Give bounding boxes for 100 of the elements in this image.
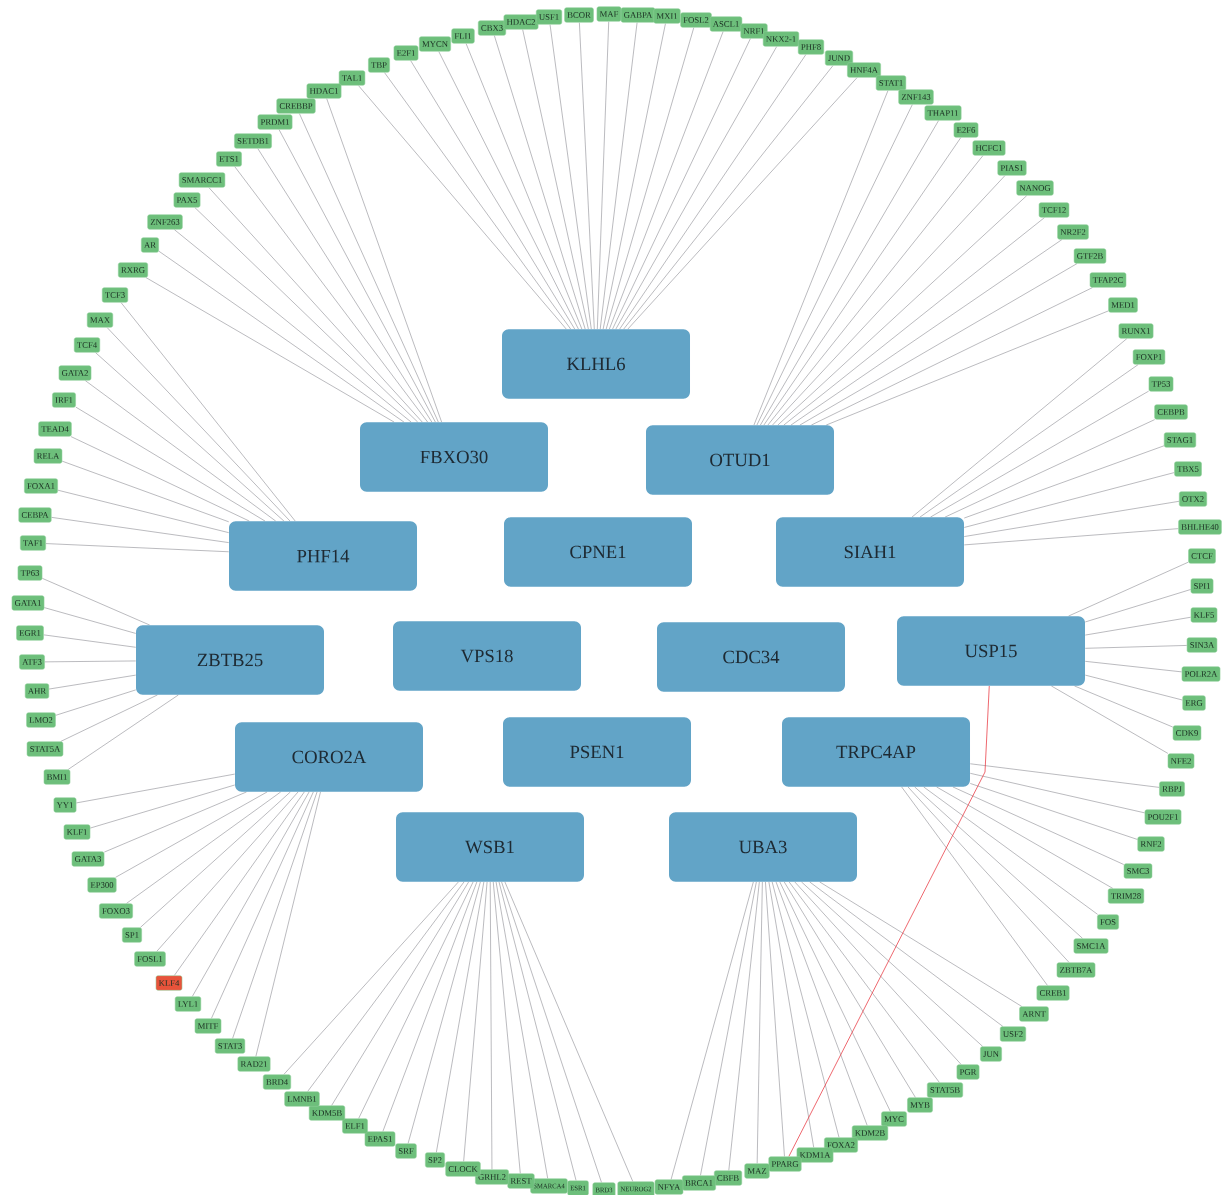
- connector-line: [767, 155, 984, 426]
- gene-box: SIN3A: [1186, 637, 1218, 653]
- gene-box: TAF1: [20, 535, 46, 551]
- gene-box: ZNF263: [147, 214, 183, 230]
- connector-line: [700, 881, 757, 1176]
- gene-box: ARNT: [1019, 1006, 1049, 1022]
- connector-line: [788, 685, 990, 1157]
- gene-box: KDM5B: [308, 1105, 346, 1121]
- connector-line: [930, 390, 1150, 518]
- gene-box: POU2F1: [1144, 809, 1182, 825]
- gene-box: MITF: [194, 1018, 222, 1034]
- connector-line: [779, 881, 891, 1112]
- connector-line: [492, 881, 521, 1174]
- connector-line: [911, 338, 1128, 518]
- connector-line: [1074, 685, 1174, 728]
- gene-box: SP1: [122, 927, 142, 943]
- connector-line: [438, 51, 579, 330]
- gene-box: NKX2-1: [762, 31, 800, 47]
- connector-line: [76, 773, 236, 804]
- connector-line: [783, 881, 916, 1098]
- connector-line: [43, 634, 137, 648]
- gene-box: MYCN: [419, 36, 451, 52]
- connector-line: [756, 881, 763, 1164]
- gene-box: PAX5: [173, 192, 201, 208]
- connector-line: [208, 187, 423, 423]
- connector-line: [326, 98, 442, 423]
- connector-line: [728, 881, 760, 1171]
- connector-line: [790, 239, 1063, 426]
- connector-line: [522, 29, 589, 330]
- gene-box: NFE2: [1167, 753, 1195, 769]
- connector-line: [609, 31, 724, 330]
- gene-box: OTUD1: [646, 425, 834, 495]
- connector-line: [299, 113, 439, 423]
- connector-line: [145, 277, 395, 423]
- gene-box: POLR2A: [1181, 666, 1221, 682]
- gene-box: CDK9: [1172, 725, 1202, 741]
- connector-line: [358, 881, 474, 1119]
- gene-box: USF2: [999, 1026, 1027, 1042]
- gene-box: SMC1A: [1073, 938, 1109, 954]
- connector-line: [775, 881, 868, 1126]
- connector-line: [799, 263, 1078, 426]
- gene-box: FOXO3: [99, 903, 133, 919]
- gene-box: CORO2A: [235, 722, 423, 792]
- connector-line: [41, 578, 151, 626]
- gene-box: FOXP1: [1132, 349, 1166, 365]
- connector-line: [55, 689, 137, 716]
- gene-box: E2F6: [953, 122, 979, 138]
- connector-line: [331, 881, 469, 1106]
- gene-box: PIAS1: [997, 160, 1027, 176]
- connector-line: [777, 195, 1028, 426]
- connector-line: [465, 43, 583, 330]
- gene-box: STAT1: [875, 75, 907, 91]
- gene-box: SMARCC1: [178, 172, 226, 188]
- gene-box: TRPC4AP: [782, 717, 970, 787]
- connector-line: [106, 327, 291, 522]
- gene-box: FOXA1: [24, 478, 58, 494]
- gene-box: TAL1: [338, 70, 366, 86]
- connector-line: [44, 660, 137, 663]
- gene-box: IRF1: [52, 392, 76, 408]
- gene-box: SRF: [395, 1143, 417, 1159]
- connector-line: [278, 129, 436, 423]
- connector-line: [963, 528, 1179, 546]
- gene-box: TFAP2C: [1089, 272, 1127, 288]
- connector-line: [501, 881, 602, 1183]
- connector-line: [103, 791, 247, 853]
- connector-line: [495, 881, 549, 1179]
- connector-line: [923, 786, 1098, 915]
- gene-box: KLF5: [1190, 607, 1218, 623]
- gene-box: CBX3: [478, 20, 506, 36]
- gene-box: JUND: [825, 50, 853, 66]
- connector-line: [615, 46, 778, 330]
- gene-box: HNF4A: [847, 62, 881, 78]
- gene-box: KLHL6: [502, 329, 690, 399]
- gene-box: SP2: [425, 1152, 445, 1168]
- connector-line: [907, 786, 1070, 963]
- connector-line: [763, 137, 962, 426]
- gene-box: BMI1: [43, 769, 71, 785]
- connector-line: [809, 881, 1004, 1027]
- connector-line: [599, 22, 638, 330]
- gene-box: CTCF: [1188, 548, 1216, 564]
- connector-line: [788, 881, 940, 1083]
- connector-line: [174, 791, 305, 976]
- gene-box: TP63: [17, 565, 43, 581]
- gene-box: AHR: [24, 683, 50, 699]
- connector-line: [489, 881, 493, 1170]
- gene-box: ELF1: [342, 1118, 368, 1134]
- gene-box: STAT5A: [26, 741, 64, 757]
- connector-line: [232, 791, 318, 1039]
- connector-line: [192, 791, 310, 997]
- gene-box: GABPA: [620, 7, 656, 23]
- connector-line: [115, 791, 268, 878]
- gene-box: MYC: [881, 1111, 907, 1127]
- connector-line: [89, 784, 236, 829]
- gene-box: NANOG: [1016, 180, 1054, 196]
- connector-line: [605, 27, 695, 330]
- gene-box: FBXO30: [360, 422, 548, 492]
- connector-line: [549, 24, 592, 330]
- connector-line: [756, 104, 913, 426]
- connector-line: [760, 120, 939, 426]
- gene-box: GTF2B: [1073, 248, 1107, 264]
